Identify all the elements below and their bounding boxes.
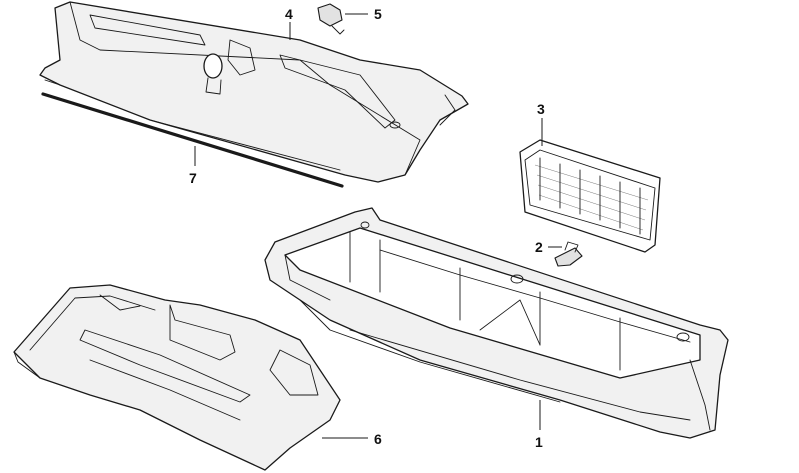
part-7-seal-strip [41,92,344,188]
callout-1: 1 [535,434,543,450]
part-5-screw [317,3,368,35]
callout-6: 6 [374,431,382,447]
callout-7: 7 [189,170,197,186]
part-4-upper-cover [39,1,469,183]
callout-4: 4 [285,6,293,22]
part-1-housing [264,207,729,439]
callout-5: 5 [374,6,382,22]
part-2-clip [548,241,583,267]
callout-3: 3 [537,101,545,117]
part-6-lower-cover [13,284,368,471]
callout-2: 2 [535,239,543,255]
part-3-filter [519,139,661,253]
